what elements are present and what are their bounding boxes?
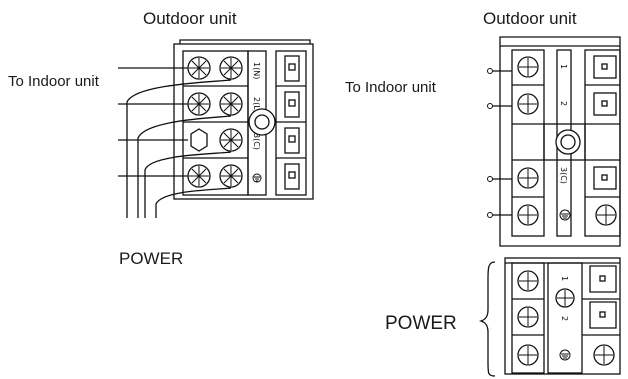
left-clamps	[284, 55, 300, 190]
left-wires	[118, 67, 232, 218]
right-power-terminal-label-1: 1	[560, 276, 569, 281]
right-power-clamps	[589, 265, 617, 329]
right-terminal-label-3: 3(C)	[559, 167, 568, 184]
left-screw-row-1	[187, 56, 243, 80]
right-terminal-label-1: 1	[559, 64, 568, 69]
right-upper-screws	[517, 56, 617, 226]
right-power-label: POWER	[385, 313, 457, 334]
left-screw-row-3	[190, 128, 243, 152]
left-terminal-label-3: 3(C)	[252, 133, 261, 150]
left-to-indoor-unit-label: To Indoor unit	[8, 73, 99, 90]
power-brace	[478, 261, 496, 377]
right-upper-earth-icon	[559, 209, 571, 221]
left-ring-terminal	[248, 108, 276, 136]
left-earth-icon	[252, 173, 262, 183]
right-wire-stubs	[487, 68, 512, 218]
right-to-indoor-unit-label: To Indoor unit	[345, 79, 436, 96]
left-power-label: POWER	[119, 249, 184, 268]
right-power-terminal-block	[504, 257, 621, 375]
right-power-screws	[517, 270, 615, 366]
right-power-terminal-label-2: 2	[560, 316, 569, 321]
left-terminal-label-1: 1(N)	[252, 62, 261, 79]
right-outdoor-unit-title: Outdoor unit	[483, 9, 577, 28]
right-ring-terminal	[555, 129, 581, 155]
left-screw-row-4	[187, 164, 243, 188]
right-terminal-label-2: 2	[559, 101, 568, 106]
left-terminal-label-2: 2(L)	[252, 97, 261, 113]
left-screw-row-2	[187, 92, 243, 116]
left-outdoor-unit-title: Outdoor unit	[143, 9, 237, 28]
right-upper-clamps	[593, 55, 617, 190]
right-power-earth-icon	[559, 349, 571, 361]
